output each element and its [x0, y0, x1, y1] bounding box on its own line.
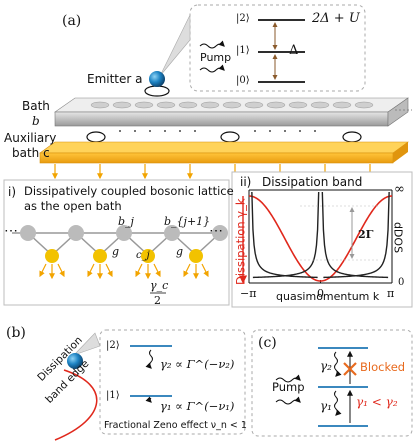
decay-arrow-2 — [145, 349, 153, 369]
chain-ellipsis-left: ⋯ — [4, 223, 18, 239]
panel-ii-label: ii) — [240, 175, 252, 189]
gamma1-label: γ₁ — [320, 399, 332, 413]
callout-wedge-b — [73, 332, 101, 356]
pump-wave-arrow-2 — [199, 64, 225, 73]
condition-label: γ₁ < γ₂ — [356, 395, 398, 409]
bath-label: Bath — [22, 99, 50, 113]
band-edge-curve — [54, 369, 98, 441]
dissipation-axis-label: Dissipation γ_k — [233, 198, 248, 285]
gamma2-label: γ₂ — [320, 359, 332, 373]
aux-top-face — [39, 141, 409, 154]
bath-cells — [90, 101, 374, 109]
gap-label: 2Γ — [358, 228, 374, 241]
zeno-level-2-ket: |2⟩ — [106, 340, 120, 351]
level-2-ket: |2⟩ — [236, 13, 250, 24]
bath-dots — [119, 130, 316, 132]
lattice-loss-arrows — [39, 263, 209, 280]
right-axis-top: ∞ — [394, 182, 405, 197]
level-0-ket: |0⟩ — [236, 75, 250, 86]
panel-i-label: i) — [8, 185, 17, 199]
xtick-zero: 0 — [317, 287, 324, 300]
emitter-coupling-loop — [144, 85, 170, 97]
zeno-caption: Fractional Zeno effect ν_n < 1 — [104, 420, 247, 431]
bath-front-face — [54, 111, 389, 127]
energy-1-label: Δ — [289, 43, 299, 58]
pump-wave-c2 — [275, 396, 301, 405]
dos-curve-branch-3 — [323, 191, 390, 279]
callout-wedge — [159, 14, 191, 77]
pump-wave-arrow-1 — [199, 40, 225, 49]
aux-site-label: c_j — [136, 250, 150, 261]
aux-label: Auxiliary — [4, 131, 57, 145]
dissipation-curve — [248, 195, 393, 282]
pump-label: Pump — [200, 51, 232, 64]
dissipation-plot-curves — [248, 191, 393, 282]
bath-side-face — [387, 97, 409, 127]
chain-ellipsis-right: ⋯ — [209, 223, 223, 239]
blocked-label: Blocked — [360, 360, 406, 374]
bath-symbol: b — [32, 114, 40, 128]
emitter-label: Emitter a — [87, 72, 143, 86]
decay-arrow-c1 — [334, 390, 342, 416]
energy-2-label: 2Δ + U — [312, 11, 360, 26]
rate-numerator: γ_c — [150, 279, 169, 292]
level-1-ket: |1⟩ — [236, 45, 250, 56]
aux-side-face — [393, 142, 408, 163]
rate-1-label: γ₁ ∝ Γ^(−ν₁) — [160, 399, 235, 413]
pump-wave-c1 — [275, 374, 301, 383]
site-bj-label: b_j — [118, 215, 134, 228]
panel-i-title-1: Dissipatively coupled bosonic lattice — [24, 184, 234, 198]
panel-ii-title: Dissipation band — [262, 175, 363, 189]
ddos-axis-label: dDOS — [391, 221, 405, 254]
panel-c-label: (c) — [258, 335, 277, 351]
xtick-minus-pi: −π — [240, 287, 257, 300]
panel-i-title-2: as the open bath — [24, 199, 122, 213]
rate-denominator: 2 — [154, 294, 161, 307]
site-bj1-label: b_{j+1} — [164, 215, 211, 228]
emitter-sphere-b — [67, 353, 83, 369]
panel-i-box — [3, 179, 230, 306]
bath-aux-couplers — [86, 131, 362, 143]
panel-a-label: (a) — [62, 13, 82, 29]
aux-front-face — [39, 152, 394, 164]
emitter-sphere — [149, 71, 165, 87]
coupling-g-right: g — [176, 245, 184, 258]
pump-label-c: Pump — [272, 380, 305, 394]
panel-b-label: (b) — [6, 325, 26, 341]
lattice-sites-b — [20, 225, 228, 241]
zeno-level-1-ket: |1⟩ — [106, 390, 120, 401]
aux-label-2: bath c — [12, 146, 50, 160]
blockade-inset-box — [251, 329, 413, 437]
x-axis-label: quasimomentum k — [276, 290, 380, 303]
right-axis-bottom: 0 — [398, 277, 405, 288]
lattice-sites-c — [45, 249, 203, 263]
blocked-cross-icon — [343, 362, 357, 376]
coupling-g-left: g — [112, 245, 120, 258]
decay-arrow-c2 — [334, 351, 342, 377]
dos-curve-branch-1 — [252, 191, 320, 279]
decay-arrow-1 — [145, 396, 152, 403]
level-inset-box — [189, 4, 366, 92]
rate-2-label: γ₂ ∝ Γ^(−ν₂) — [160, 357, 235, 371]
zeno-inset-box — [99, 329, 246, 435]
xtick-pi: π — [387, 287, 395, 300]
